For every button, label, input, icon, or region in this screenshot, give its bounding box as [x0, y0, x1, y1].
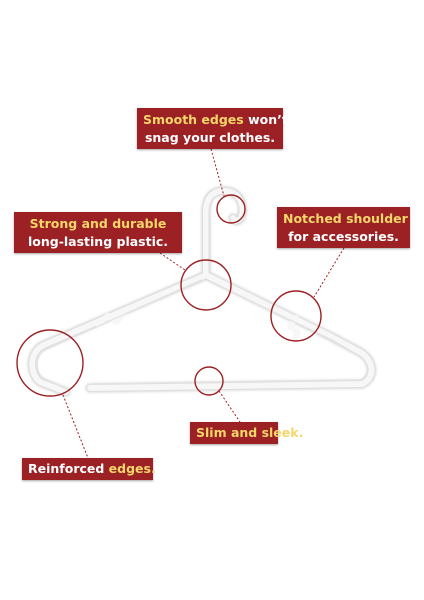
circle-hook — [216, 194, 246, 224]
callout-reinforced-highlight: edges. — [108, 461, 156, 476]
circle-bar — [194, 366, 224, 396]
circle-edge — [16, 329, 84, 397]
connector-slim — [218, 390, 241, 423]
connector-smooth — [210, 148, 225, 197]
callout-smooth-rest: won’t — [243, 112, 288, 127]
hanger-icon — [27, 186, 376, 397]
callout-strong-highlight: Strong and durable — [29, 216, 167, 231]
left-arm — [29, 273, 207, 395]
connector-strong — [159, 252, 186, 271]
highlight-circles — [16, 194, 322, 397]
callout-smooth-highlight: Smooth edges — [143, 112, 244, 127]
callout-strong-durable: Strong and durable long-lasting plastic. — [14, 212, 182, 253]
connector-lines — [62, 148, 345, 459]
callout-strong-line2: long-lasting plastic. — [27, 234, 169, 249]
callout-notched-shoulder: Notched shoulder for accessories. — [277, 207, 410, 248]
callout-reinforced-edges: Reinforced edges. — [22, 458, 156, 480]
right-arm-and-bar — [87, 273, 375, 391]
connector-reinforced — [62, 394, 89, 459]
callout-smooth-edges: Smooth edges won’t snag your clothes. — [137, 108, 288, 149]
callout-reinforced-text: Reinforced — [28, 461, 109, 476]
callout-smooth-line2: snag your clothes. — [144, 130, 276, 145]
connector-notched — [313, 247, 345, 298]
callout-slim-sleek: Slim and sleek. — [190, 422, 303, 444]
circle-notch — [270, 290, 322, 342]
left-notch — [95, 311, 127, 327]
right-notch — [287, 315, 301, 343]
callout-slim-highlight: Slim and sleek. — [196, 425, 304, 440]
circle-shoulder — [180, 259, 232, 311]
callout-notched-line2: for accessories. — [288, 229, 399, 244]
callout-notched-highlight: Notched shoulder — [283, 211, 408, 226]
